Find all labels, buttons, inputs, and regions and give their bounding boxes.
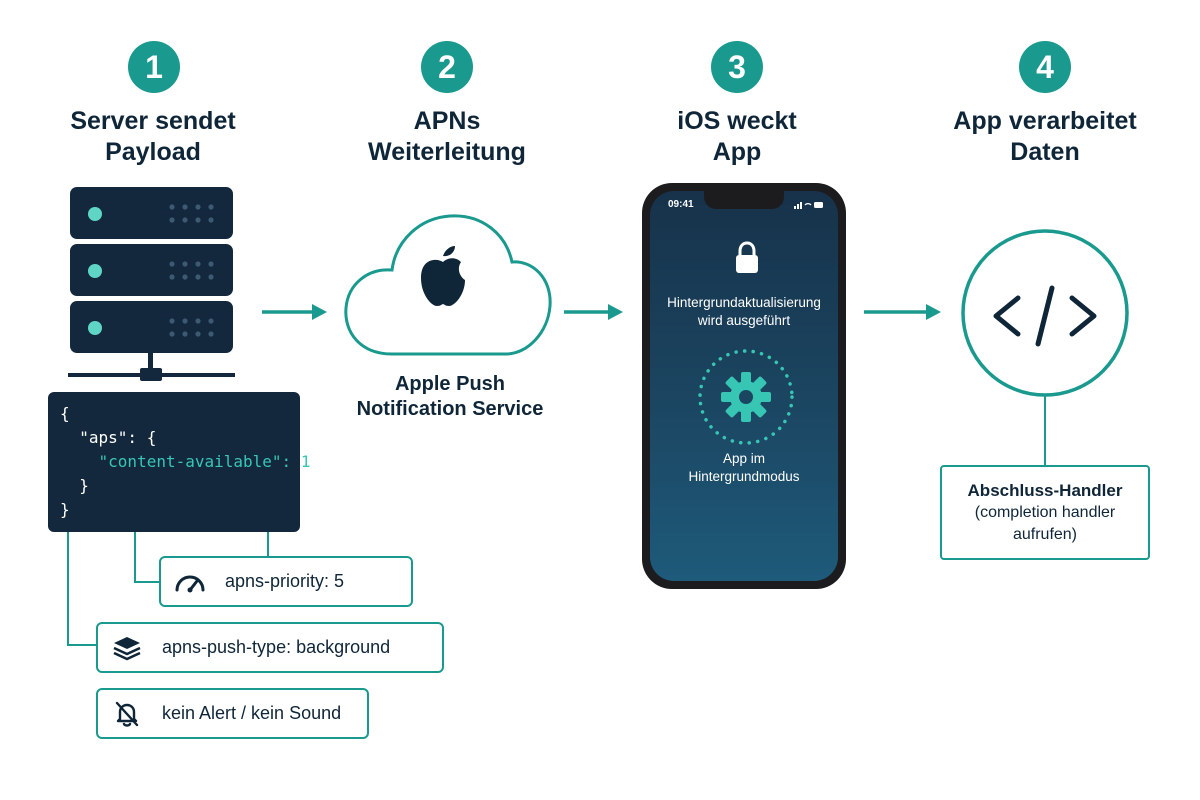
status-icons — [794, 202, 823, 209]
background-mode-text: App im Hintergrundmodus — [650, 450, 838, 486]
step-4-title: App verarbeitet Daten — [925, 106, 1165, 168]
refresh-text: Hintergrundaktualisierung wird ausgeführ… — [650, 294, 838, 330]
callout-push-type: apns-push-type: background — [96, 622, 444, 673]
server-led-2 — [88, 264, 102, 278]
status-time: 09:41 — [668, 199, 694, 210]
handler-sub-line2: aufrufen) — [1012, 526, 1078, 543]
callout-no-alert-text: kein Alert / kein Sound — [162, 703, 342, 723]
handler-sub-line1: (completion handler — [974, 504, 1116, 521]
iphone-mockup: 09:41 Hintergrundaktualisierung wird aus… — [642, 183, 846, 589]
step-2-title-line1: APNs — [413, 107, 481, 135]
bell-off-icon — [110, 700, 144, 728]
server-vents — [169, 204, 214, 337]
refresh-line1: Hintergrundaktualisierung — [667, 295, 821, 310]
step-1-title-line1: Server sendet — [70, 107, 236, 135]
code-line-2: "aps": { — [60, 428, 157, 447]
step-3-title-line2: App — [712, 138, 762, 166]
lock-icon — [736, 241, 758, 273]
code-brackets-icon — [993, 285, 1097, 347]
step-1-title: Server sendet Payload — [33, 106, 273, 168]
step-3-title-line1: iOS weckt — [677, 107, 797, 135]
arrow-server-to-apns — [262, 304, 327, 320]
callout-push-type-text: apns-push-type: background — [162, 637, 391, 657]
server-unit-2 — [70, 244, 233, 296]
arrow-apns-to-phone — [564, 304, 623, 320]
apple-logo-icon — [421, 246, 465, 306]
completion-handler-box: Abschluss-Handler (completion handler au… — [940, 465, 1150, 560]
step-3-badge: 3 — [711, 41, 763, 93]
background-gear-icon — [698, 349, 794, 445]
code-line-1: { — [60, 404, 70, 423]
code-line-3: "content-available": 1 — [60, 452, 311, 471]
apns-service-label: Apple Push Notification Service — [340, 372, 560, 422]
step-2-title-line2: Weiterleitung — [368, 138, 526, 166]
background-mode-line1: App im — [722, 451, 766, 466]
phone-screen: 09:41 Hintergrundaktualisierung wird aus… — [650, 191, 838, 581]
server-unit-1 — [70, 187, 233, 239]
background-mode-line2: Hintergrundmodus — [688, 469, 800, 484]
apns-service-line2: Notification Service — [356, 398, 544, 420]
step-1-title-line2: Payload — [105, 138, 201, 166]
callout-no-alert: kein Alert / kein Sound — [96, 688, 369, 739]
code-line-4: } — [60, 476, 89, 495]
callout-priority: apns-priority: 5 — [159, 556, 413, 607]
step-2-title: APNs Weiterleitung — [327, 106, 567, 168]
layers-icon — [110, 634, 144, 662]
server-rack-icon — [68, 187, 235, 381]
callout-priority-text: apns-priority: 5 — [225, 571, 345, 591]
server-unit-3 — [70, 301, 233, 353]
phone-notch — [704, 191, 784, 209]
arrow-phone-to-app — [864, 304, 941, 320]
refresh-line2: wird ausgeführt — [697, 313, 791, 328]
step-2-badge: 2 — [421, 41, 473, 93]
step-4-title-line1: App verarbeitet — [953, 107, 1137, 135]
step-1-badge: 1 — [128, 41, 180, 93]
code-circle — [961, 229, 1129, 465]
gauge-icon — [173, 568, 207, 596]
code-line-5: } — [60, 500, 70, 519]
cloud-icon — [344, 214, 552, 356]
server-led-1 — [88, 207, 102, 221]
step-4-title-line2: Daten — [1010, 138, 1080, 166]
step-3-title: iOS weckt App — [617, 106, 857, 168]
payload-code-block: { "aps": { "content-available": 1 } } — [48, 392, 311, 532]
step-4-badge: 4 — [1019, 41, 1071, 93]
handler-title: Abschluss-Handler — [967, 481, 1123, 500]
apns-service-line1: Apple Push — [394, 373, 505, 395]
server-led-3 — [88, 321, 102, 335]
